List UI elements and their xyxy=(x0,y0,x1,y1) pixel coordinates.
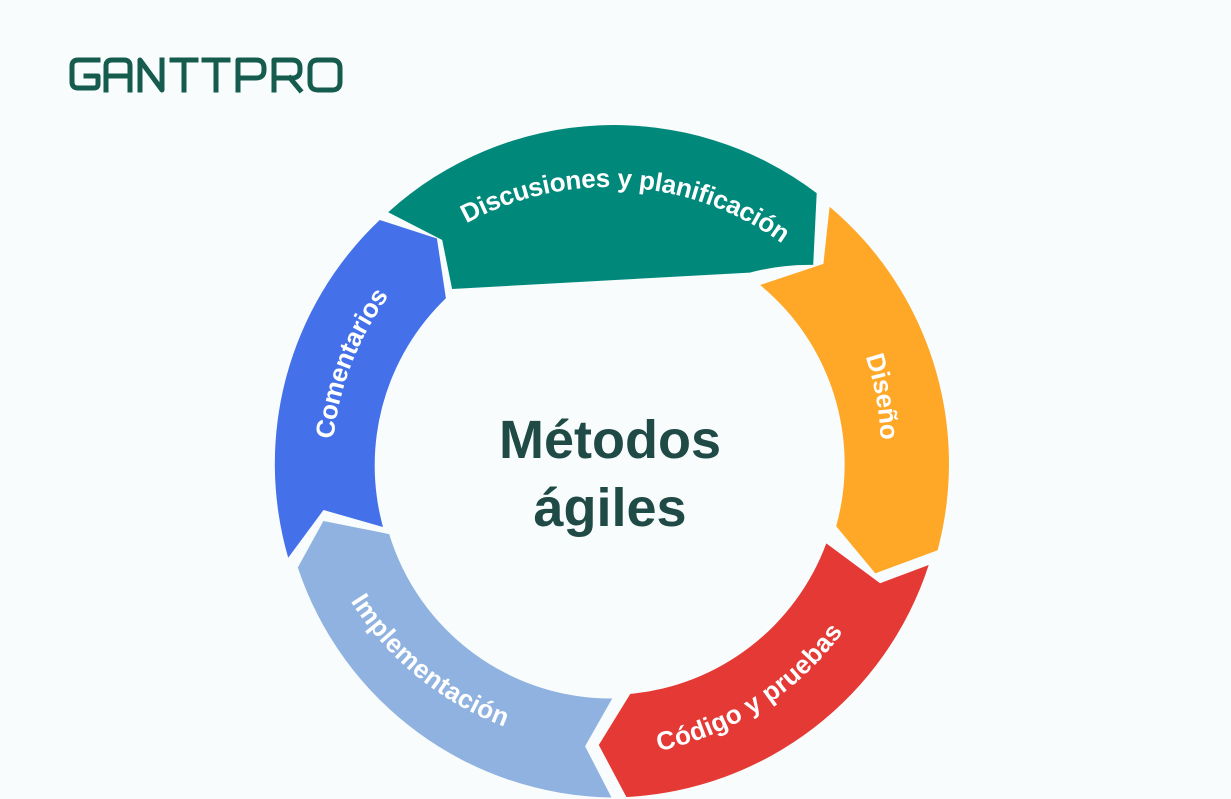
center-title-line-2: ágiles xyxy=(533,478,686,538)
segment-implementacion xyxy=(297,521,613,798)
segment-diseno xyxy=(760,206,949,574)
ganttpro-logo xyxy=(69,57,343,94)
segment-discusiones-y-planificacion xyxy=(388,125,817,290)
segment-comentarios xyxy=(274,220,446,558)
ganttpro-wordmark xyxy=(69,57,343,94)
center-title-line-1: Métodos xyxy=(499,410,721,470)
segment-codigo-y-pruebas xyxy=(598,543,929,797)
